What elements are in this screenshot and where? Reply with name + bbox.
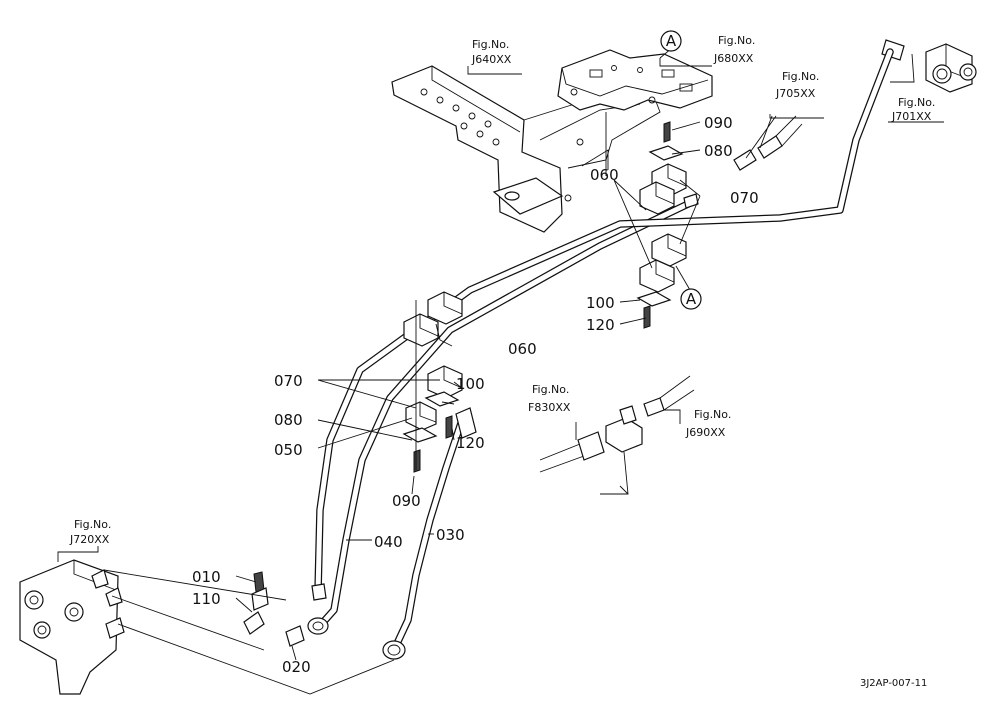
svg-text:J690XX: J690XX xyxy=(685,426,726,439)
label-020: 020 xyxy=(282,658,311,676)
label-100-top: 100 xyxy=(586,294,615,312)
svg-text:Fig.No.: Fig.No. xyxy=(472,38,509,51)
fig-ref-j690: Fig.No. J690XX xyxy=(685,408,731,439)
label-060-top: 060 xyxy=(590,166,619,184)
fig-ref-j680: Fig.No. J680XX xyxy=(713,34,755,65)
figure-code: 3J2AP-007-11 xyxy=(860,678,927,689)
fig-ref-j701: Fig.No. J701XX xyxy=(891,96,935,123)
svg-text:Fig.No.: Fig.No. xyxy=(532,383,569,396)
label-090-low: 090 xyxy=(392,492,421,510)
label-120-top: 120 xyxy=(586,316,615,334)
svg-text:J701XX: J701XX xyxy=(891,110,932,123)
tee-hose-assembly xyxy=(539,375,695,473)
svg-text:Fig.No.: Fig.No. xyxy=(782,70,819,83)
pipe-040 xyxy=(307,193,699,635)
label-070-top: 070 xyxy=(730,189,759,207)
fig-ref-f830: Fig.No. F830XX xyxy=(528,383,571,414)
svg-text:Fig.No.: Fig.No. xyxy=(718,34,755,47)
label-100-mid: 100 xyxy=(456,375,485,393)
svg-text:F830XX: F830XX xyxy=(528,401,571,414)
label-080-left: 080 xyxy=(274,411,303,429)
svg-text:Fig.No.: Fig.No. xyxy=(898,96,935,109)
label-070-left: 070 xyxy=(274,372,303,390)
svg-text:A: A xyxy=(686,290,697,308)
label-060-mid: 060 xyxy=(508,340,537,358)
label-090-top: 090 xyxy=(704,114,733,132)
svg-text:J705XX: J705XX xyxy=(775,87,816,100)
svg-text:J680XX: J680XX xyxy=(713,52,754,65)
marker-a-top: A xyxy=(660,30,682,52)
svg-text:Fig.No.: Fig.No. xyxy=(694,408,731,421)
control-valve xyxy=(19,559,125,695)
label-010: 010 xyxy=(192,568,221,586)
right-tee-fitting xyxy=(881,39,977,93)
fig-ref-j720: Fig.No. J720XX xyxy=(69,518,111,546)
clamp-blocks-left xyxy=(402,291,463,473)
svg-text:A: A xyxy=(666,32,677,50)
svg-text:J640XX: J640XX xyxy=(471,53,512,66)
pipe-030 xyxy=(382,407,477,660)
svg-text:Fig.No.: Fig.No. xyxy=(74,518,111,531)
leader-lines xyxy=(57,47,944,695)
label-050: 050 xyxy=(274,441,303,459)
fittings-010-110-020 xyxy=(243,571,305,647)
marker-a-bottom: A xyxy=(680,288,702,310)
label-030: 030 xyxy=(436,526,465,544)
label-120-mid: 120 xyxy=(456,434,485,452)
fig-ref-j705: Fig.No. J705XX xyxy=(775,70,819,100)
clamp-blocks-right xyxy=(636,121,687,329)
pipe-050 xyxy=(311,48,894,601)
fig-ref-j640: Fig.No. J640XX xyxy=(471,38,512,66)
label-080-top: 080 xyxy=(704,142,733,160)
label-040: 040 xyxy=(374,533,403,551)
label-110: 110 xyxy=(192,590,221,608)
upper-frame-bracket xyxy=(391,65,661,233)
svg-text:J720XX: J720XX xyxy=(69,533,110,546)
upper-right-bracket xyxy=(557,49,713,111)
hose-couplings xyxy=(733,115,803,171)
